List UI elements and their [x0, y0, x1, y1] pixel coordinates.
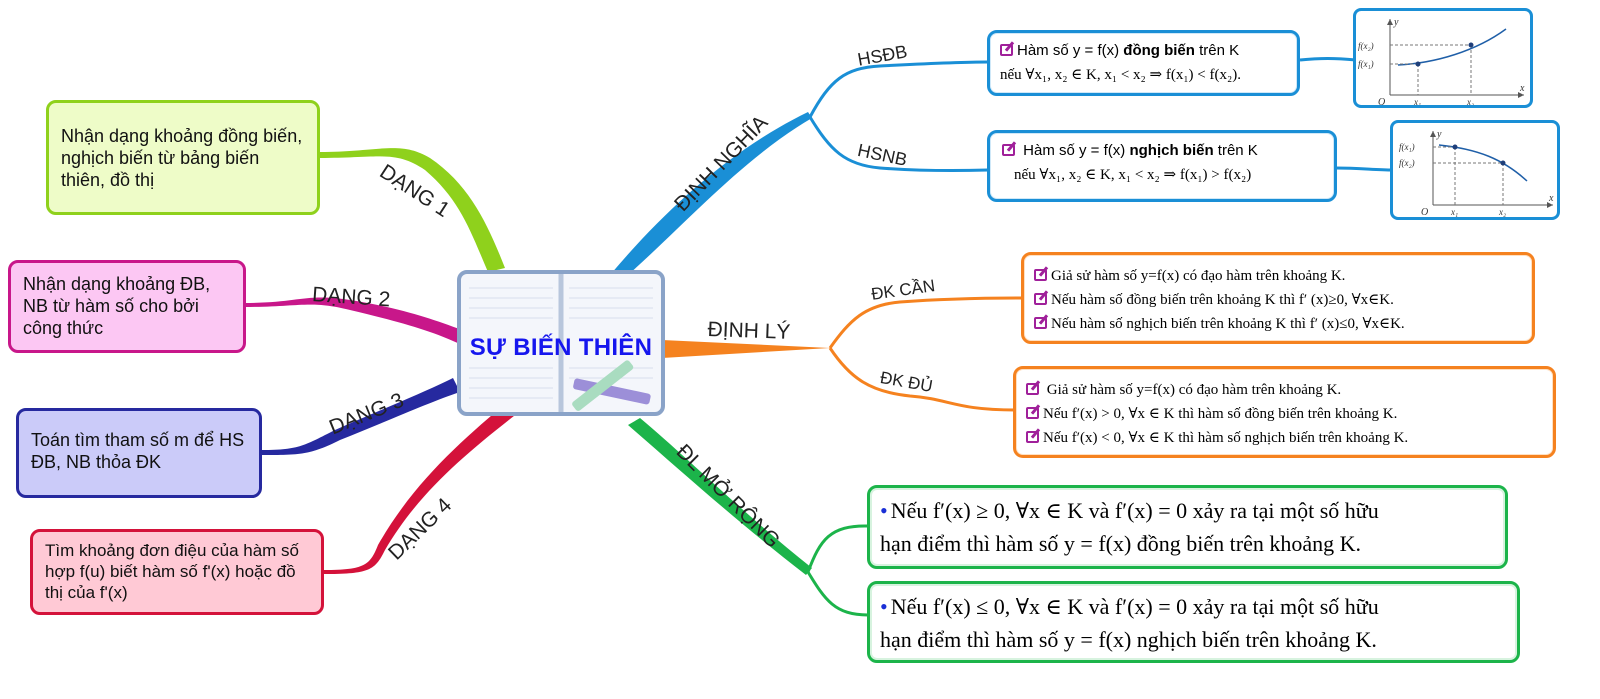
dk-du-item: Nếu f′(x) > 0, ∀x ∈ K thì hàm số đồng bi… — [1026, 402, 1543, 426]
pencil-icon — [572, 360, 651, 411]
branch-hsdb — [808, 60, 989, 118]
def-db-text-pre: Hàm số y = f(x) — [1017, 42, 1124, 59]
branch-dk-du — [828, 347, 1016, 412]
edit-icon — [1026, 383, 1039, 395]
edit-icon — [1000, 44, 1013, 56]
branch-dl-mo-rong — [628, 418, 812, 575]
label-origin: O — [1421, 207, 1428, 217]
edit-icon — [1034, 269, 1047, 281]
label-x1: x₁ — [1413, 97, 1421, 105]
graph-decreasing: f(x₁) f(x₂) x₁ x₂ O x y — [1390, 120, 1560, 220]
edit-icon — [1026, 407, 1039, 419]
label-x1: x₁ — [1450, 207, 1458, 217]
branch-dk-can — [828, 296, 1023, 349]
graph-increasing: f(x₂) f(x₁) x₁ x₂ O x y — [1353, 8, 1533, 108]
dk-can-item: Giả sử hàm số y=f(x) có đạo hàm trên kho… — [1034, 264, 1522, 288]
box-dang2-text: Nhận dạng khoảng ĐB, NB từ hàm số cho bở… — [23, 274, 211, 338]
bullet-icon: • — [880, 498, 888, 523]
dk-can-text: Nếu hàm số nghịch biến trên khoảng K thì… — [1051, 316, 1405, 332]
box-def-nghich-bien: Hàm số y = f(x) nghịch biến trên K nếu ∀… — [987, 130, 1337, 202]
branch-dang4 — [324, 398, 528, 574]
box-dang1: Nhận dạng khoảng đồng biến, nghịch biến … — [46, 100, 320, 215]
branch-dang2 — [244, 297, 462, 345]
edit-icon — [1002, 144, 1015, 156]
edit-icon — [1034, 317, 1047, 329]
label-fx1: f(x₁) — [1399, 142, 1415, 152]
dk-du-text: Giả sử hàm số y=f(x) có đạo hàm trên kho… — [1043, 382, 1342, 398]
label-y-axis: y — [1393, 17, 1399, 28]
box-dang3: Toán tìm tham số m để HS ĐB, NB thỏa ĐK — [16, 408, 262, 498]
branch-dang3 — [262, 378, 460, 455]
dk-du-item: Nếu f′(x) < 0, ∀x ∈ K thì hàm số nghịch … — [1026, 426, 1543, 450]
label-fx1: f(x₁) — [1358, 59, 1374, 69]
ext-nb-line2: hạn điểm thì hàm số y = f(x) nghịch biến… — [880, 627, 1377, 652]
edit-icon — [1034, 293, 1047, 305]
bullet-icon: • — [880, 594, 888, 619]
increasing-function-graph: f(x₂) f(x₁) x₁ x₂ O x y — [1358, 17, 1525, 108]
ext-db-line1: Nếu f′(x) ≥ 0, ∀x ∈ K và f′(x) = 0 xảy r… — [890, 498, 1379, 523]
branch-dinh-ly — [662, 340, 830, 358]
label-origin: O — [1378, 97, 1385, 105]
def-nb-text-bold: nghịch biến — [1129, 142, 1214, 159]
label-dinh-ly: ĐỊNH LÝ — [707, 318, 791, 344]
branch-hsnb — [808, 116, 989, 173]
branch-dang1 — [320, 148, 505, 272]
decreasing-function-graph: f(x₁) f(x₂) x₁ x₂ O x y — [1399, 129, 1554, 218]
box-dang2: Nhận dạng khoảng ĐB, NB từ hàm số cho bở… — [8, 260, 246, 353]
ext-db-line2: hạn điểm thì hàm số y = f(x) đồng biến t… — [880, 531, 1362, 556]
branch-dinh-nghia — [610, 112, 812, 282]
def-nb-text-post: trên K — [1213, 142, 1258, 159]
branch-ext-2 — [806, 571, 869, 617]
dk-can-text: Nếu hàm số đồng biến trên khoảng K thì f… — [1051, 292, 1394, 308]
label-x-axis: x — [1548, 193, 1554, 204]
branch-ext-1 — [806, 524, 869, 573]
box-dang3-text: Toán tìm tham số m để HS ĐB, NB thỏa ĐK — [31, 430, 245, 472]
center-notebook — [455, 268, 667, 418]
box-ext-dong-bien: •Nếu f′(x) ≥ 0, ∀x ∈ K và f′(x) = 0 xảy … — [867, 485, 1508, 569]
label-x-axis: x — [1519, 83, 1525, 94]
def-db-text-post: trên K — [1194, 42, 1240, 59]
box-def-dong-bien: Hàm số y = f(x) đồng biến trên K nếu ∀x₁… — [987, 30, 1300, 96]
dk-can-item: Nếu hàm số đồng biến trên khoảng K thì f… — [1034, 288, 1522, 312]
dk-can-item: Nếu hàm số nghịch biến trên khoảng K thì… — [1034, 312, 1522, 336]
notebook-icon — [457, 270, 665, 416]
center-title: SỰ BIẾN THIÊN — [469, 334, 653, 361]
link-def-db-graph — [1299, 57, 1357, 62]
def-nb-text-pre: Hàm số y = f(x) — [1023, 142, 1130, 159]
link-def-nb-graph — [1335, 166, 1394, 172]
label-x2: x₂ — [1466, 97, 1474, 105]
def-nb-condition: nếu ∀x₁, x₂ ∈ K, x₁ < x₂ ⇒ f(x₁) > f(x₂) — [1014, 167, 1252, 183]
label-x2: x₂ — [1498, 207, 1506, 217]
def-db-condition: nếu ∀x₁, x₂ ∈ K, x₁ < x₂ ⇒ f(x₁) < f(x₂)… — [1000, 67, 1241, 83]
def-db-text-bold: đồng biến — [1123, 42, 1195, 59]
dk-du-text: Nếu f′(x) < 0, ∀x ∈ K thì hàm số nghịch … — [1043, 430, 1409, 446]
box-dang4: Tìm khoảng đơn điệu của hàm số hợp f(u) … — [30, 529, 324, 615]
label-y-axis: y — [1436, 129, 1442, 140]
box-ext-nghich-bien: •Nếu f′(x) ≤ 0, ∀x ∈ K và f′(x) = 0 xảy … — [867, 581, 1520, 663]
box-dang4-text: Tìm khoảng đơn điệu của hàm số hợp f(u) … — [45, 541, 300, 602]
dk-du-text: Nếu f′(x) > 0, ∀x ∈ K thì hàm số đồng bi… — [1043, 406, 1398, 422]
label-fx2: f(x₂) — [1399, 158, 1415, 168]
ext-nb-line1: Nếu f′(x) ≤ 0, ∀x ∈ K và f′(x) = 0 xảy r… — [890, 594, 1379, 619]
label-fx2: f(x₂) — [1358, 41, 1374, 51]
edit-icon — [1026, 431, 1039, 443]
box-dk-du: Giả sử hàm số y=f(x) có đạo hàm trên kho… — [1013, 366, 1556, 458]
box-dang1-text: Nhận dạng khoảng đồng biến, nghịch biến … — [61, 126, 303, 190]
dk-can-text: Giả sử hàm số y=f(x) có đạo hàm trên kho… — [1051, 268, 1346, 284]
dk-du-item: Giả sử hàm số y=f(x) có đạo hàm trên kho… — [1026, 378, 1543, 402]
box-dk-can: Giả sử hàm số y=f(x) có đạo hàm trên kho… — [1021, 252, 1535, 344]
